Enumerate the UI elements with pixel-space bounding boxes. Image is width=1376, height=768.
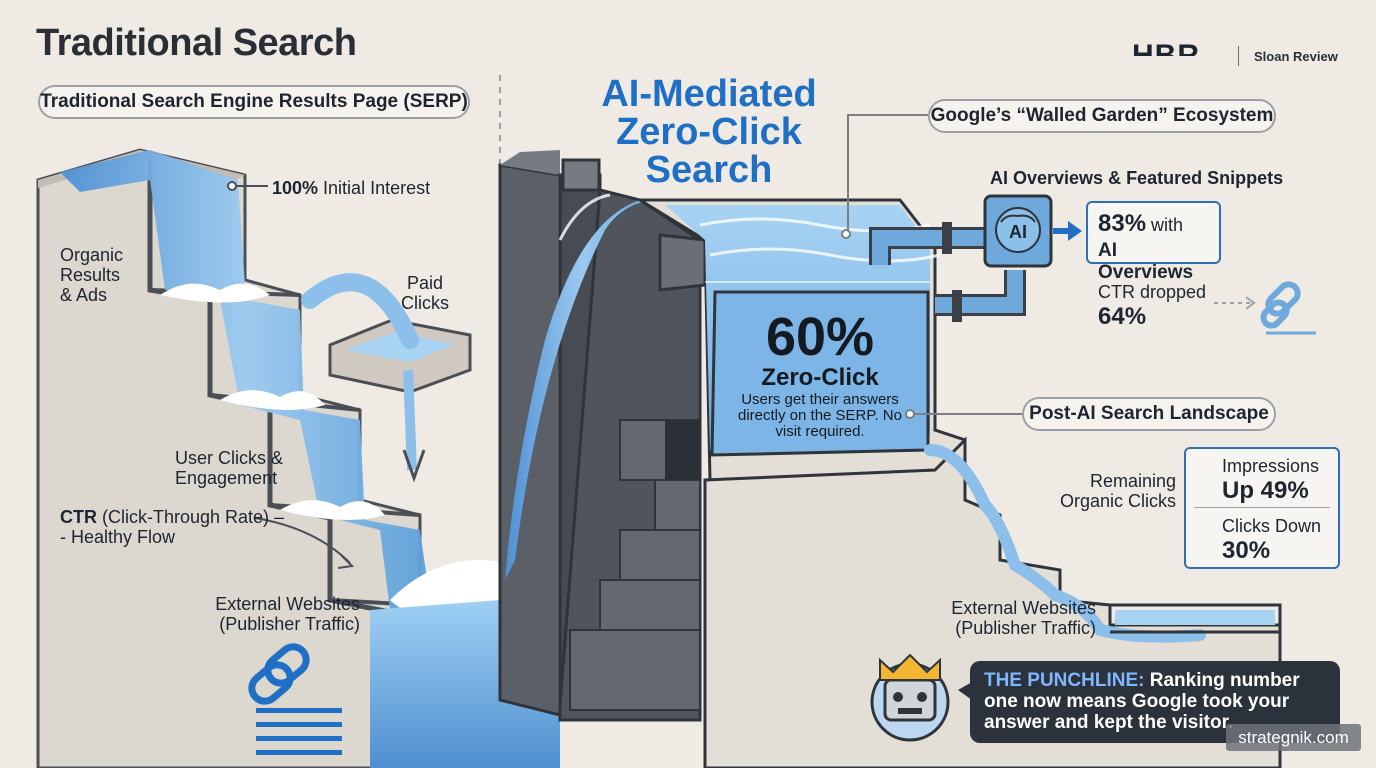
ctr-dropped-label: CTR dropped	[1098, 282, 1207, 302]
external-websites-left: External Websites	[215, 594, 360, 614]
brand-hbr: HBR	[1132, 39, 1200, 56]
post-ai-pill: Post-AI Search Landscape	[1022, 397, 1276, 431]
ai-overviews-card: 83% with AI Overviews	[1086, 201, 1221, 283]
remaining-clicks-label: Remaining Organic Clicks	[1059, 471, 1176, 511]
publisher-traffic-left: (Publisher Traffic)	[219, 614, 360, 634]
stats-card: Impressions Up 49% Clicks Down 30%	[1184, 447, 1340, 569]
arrow-right-icon	[1053, 221, 1082, 241]
initial-interest-label: 100% Initial Interest	[272, 178, 431, 198]
ai-brain-chip-icon: AI	[983, 194, 1053, 268]
clicks-value: 30%	[1222, 537, 1271, 564]
clicks-label: Clicks Down	[1222, 516, 1322, 536]
impressions-label: Impressions	[1222, 456, 1320, 476]
overview-with: with	[1146, 215, 1184, 235]
brand-sloan: Sloan Review	[1254, 49, 1338, 64]
ctr-label: CTR (Click-Through Rate) –	[60, 507, 285, 527]
reservoir-tank	[634, 198, 967, 482]
zero-click-description: Users get their answers directly on the …	[738, 391, 902, 440]
healthy-flow-label: - Healthy Flow	[60, 527, 176, 547]
punch-pointer	[958, 682, 972, 700]
organic-results-label: Organic Results & Ads	[60, 245, 124, 305]
brand-separator	[1238, 46, 1239, 66]
impressions-value: Up 49%	[1222, 477, 1309, 504]
ctr-dropped-value: 64%	[1098, 303, 1147, 330]
external-websites-right: External Websites	[951, 598, 1096, 618]
overview-label: AI Overviews	[1098, 240, 1194, 283]
page-title: Traditional Search	[36, 22, 357, 64]
callout-lines	[847, 114, 1022, 415]
watermark: strategnik.com	[1226, 724, 1361, 751]
punchline-text: Ranking number one now means Google took…	[984, 670, 1300, 733]
robot-king-icon	[870, 653, 950, 742]
dam-structure	[498, 150, 707, 722]
ai-overviews-heading: AI Overviews & Featured Snippets	[990, 168, 1284, 188]
publisher-traffic-right: (Publisher Traffic)	[955, 618, 1096, 638]
walled-garden-pill: Google’s “Walled Garden” Ecosystem	[928, 99, 1276, 133]
punchline-box: THE PUNCHLINE: Ranking number one now me…	[970, 661, 1340, 743]
pipes	[869, 222, 1026, 322]
ai-mediated-title: AI-Mediated Zero-Click Search	[601, 73, 817, 191]
zero-click-label: Zero-Click	[761, 364, 879, 391]
user-clicks-label: User Clicks & Engagement	[175, 448, 284, 488]
stats-divider	[1194, 507, 1330, 508]
serp-pill: Traditional Search Engine Results Page (…	[38, 85, 470, 119]
overview-percent: 83%	[1098, 210, 1147, 237]
zero-click-percent: 60%	[765, 307, 875, 367]
paid-clicks-label: Paid Clicks	[401, 273, 449, 313]
ai-chip-label: AI	[1009, 222, 1027, 242]
broken-link-icon	[1214, 281, 1316, 335]
link-icon	[248, 643, 310, 705]
text-lines-icon	[256, 708, 342, 755]
punchline-lead: THE PUNCHLINE:	[984, 670, 1145, 691]
